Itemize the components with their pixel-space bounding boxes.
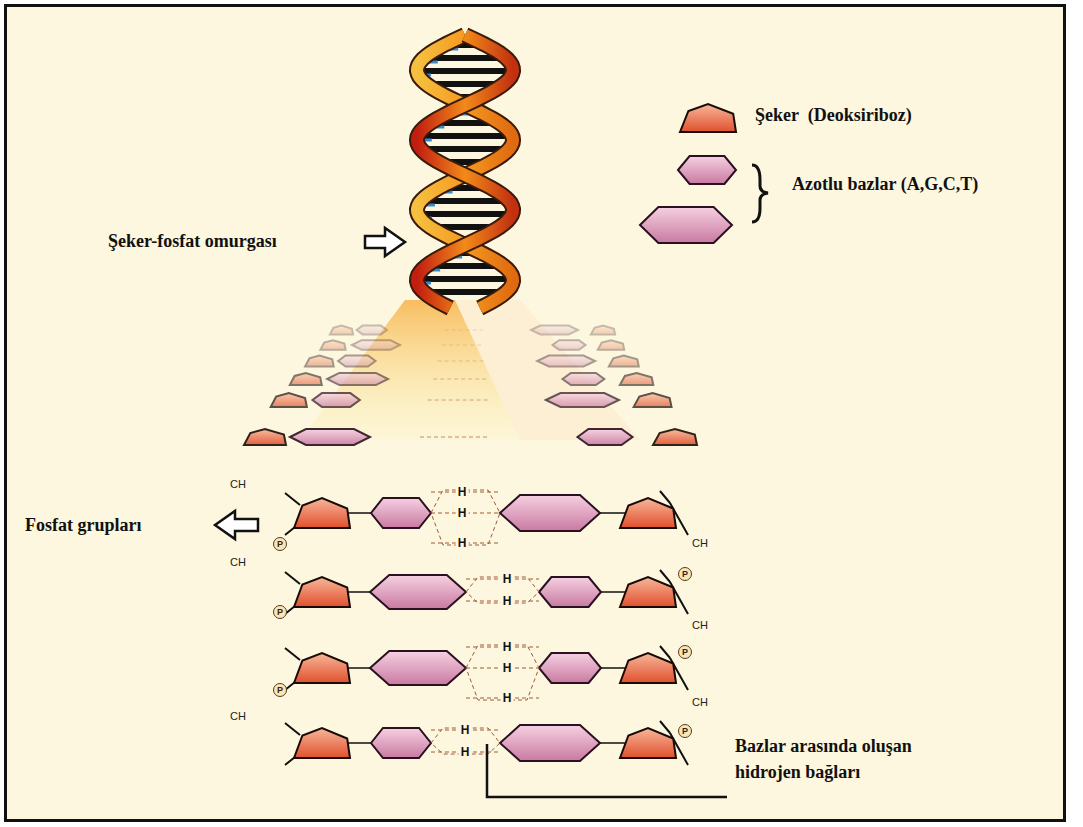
group-label: CH [692, 696, 708, 708]
sugar-pentagon [620, 373, 653, 385]
backbone-strand [417, 35, 513, 308]
unwinding-fan [455, 300, 640, 440]
sugar-pentagon [653, 429, 697, 445]
sugar-pentagon [330, 326, 353, 335]
base-pair-rung [421, 68, 509, 74]
hydrogen-label: H [501, 573, 514, 586]
base-hexagon [312, 393, 359, 407]
sugar-pentagon [609, 356, 639, 367]
hydrogen-label: H [501, 692, 514, 705]
base-pair-rung [422, 133, 508, 139]
hydrogen-bond [445, 330, 484, 331]
base-hexagon [370, 651, 466, 685]
sugar-pentagon [294, 728, 350, 758]
base-hexagon [371, 728, 431, 758]
sugar-pentagon [591, 326, 615, 335]
legend-text: Azotlu bazlar (A,G,C,T) [792, 174, 978, 195]
sugar-pentagon [598, 340, 624, 350]
base-hexagon [531, 326, 578, 335]
hydrogen-bond [420, 437, 490, 438]
hydrogen-bond [428, 400, 488, 401]
phosphate-letter: P [277, 686, 283, 695]
sugar-pentagon [305, 356, 334, 367]
phosphate-letter: P [277, 540, 283, 549]
sugar-pentagon [620, 728, 676, 758]
hydrogen-label: H [501, 595, 514, 608]
sugar-pentagon [620, 653, 676, 683]
base-pair-rung [425, 146, 505, 152]
hydrogen-bond [438, 361, 486, 362]
pointer-arrow [215, 511, 258, 539]
base-hexagon [327, 373, 388, 385]
phosphate-letter: P [277, 608, 283, 617]
base-hexagon [678, 156, 736, 184]
base-hexagon [578, 429, 633, 445]
base-hexagon [500, 725, 600, 761]
base-hexagon [338, 356, 375, 367]
base-hexagon [357, 326, 387, 335]
base-hexagon [539, 577, 601, 607]
sugar-pentagon [271, 393, 307, 407]
phosphate-circle: P [678, 645, 692, 659]
base-hexagon [371, 498, 431, 528]
base-hexagon [352, 340, 400, 350]
hydrogen-label: H [459, 746, 472, 759]
hydrogen-label: H [456, 486, 469, 499]
base-hexagon [553, 340, 586, 350]
hydrogen-label: H [501, 662, 514, 675]
sugar-pentagon [620, 498, 676, 528]
base-hexagon [290, 429, 370, 445]
base-hexagon [563, 373, 605, 385]
base-hexagon [537, 356, 595, 367]
base-hexagon [370, 575, 466, 609]
sugar-pentagon [634, 393, 672, 407]
phosphate-circle: P [273, 605, 287, 619]
group-label: CH [692, 537, 708, 549]
sugar-pentagon [680, 104, 736, 132]
hydrogen-label: H [456, 507, 469, 520]
group-label: CH [230, 478, 246, 490]
pointer-arrow [365, 228, 405, 256]
hydrogen-label: H [456, 537, 469, 550]
phosphate-letter: P [682, 727, 688, 736]
sugar-pentagon [290, 373, 322, 385]
legend-text: Şeker (Deoksiriboz) [755, 105, 912, 126]
sugar-pentagon [294, 498, 350, 528]
base-hexagon [500, 495, 600, 531]
sugar-pentagon [244, 429, 286, 445]
sugar-pentagon [294, 577, 350, 607]
sugar-pentagon [320, 340, 345, 350]
phosphate-letter: P [682, 648, 688, 657]
phosphate-circle: P [678, 724, 692, 738]
backbone-strand [417, 35, 513, 308]
brace [752, 165, 768, 222]
callout-label: Fosfat grupları [25, 515, 142, 536]
hydrogen-label: H [459, 724, 472, 737]
sugar-pentagon [294, 653, 350, 683]
backbone-strand [417, 35, 513, 308]
base-pair-rung [421, 276, 509, 282]
leader-line [487, 744, 727, 797]
base-hexagon [546, 393, 619, 407]
phosphate-circle: P [678, 567, 692, 581]
base-hexagon [539, 653, 601, 683]
base-pair-rung [422, 211, 508, 217]
hydrogen-label: H [501, 641, 514, 654]
phosphate-circle: P [273, 537, 287, 551]
hydrogen-bond [442, 345, 484, 346]
backbone-strand [417, 35, 513, 308]
base-pair-rung [425, 198, 505, 204]
group-label: CH [230, 556, 246, 568]
group-label: CH [692, 619, 708, 631]
base-hexagon [640, 207, 732, 243]
sugar-pentagon [620, 577, 676, 607]
callout-label: Şeker-fosfat omurgası [108, 231, 277, 252]
callout-label: Bazlar arasında oluşan hidrojen bağları [735, 733, 935, 785]
phosphate-letter: P [682, 570, 688, 579]
group-label: CH [230, 710, 246, 722]
hydrogen-bond [433, 379, 486, 380]
phosphate-circle: P [273, 683, 287, 697]
